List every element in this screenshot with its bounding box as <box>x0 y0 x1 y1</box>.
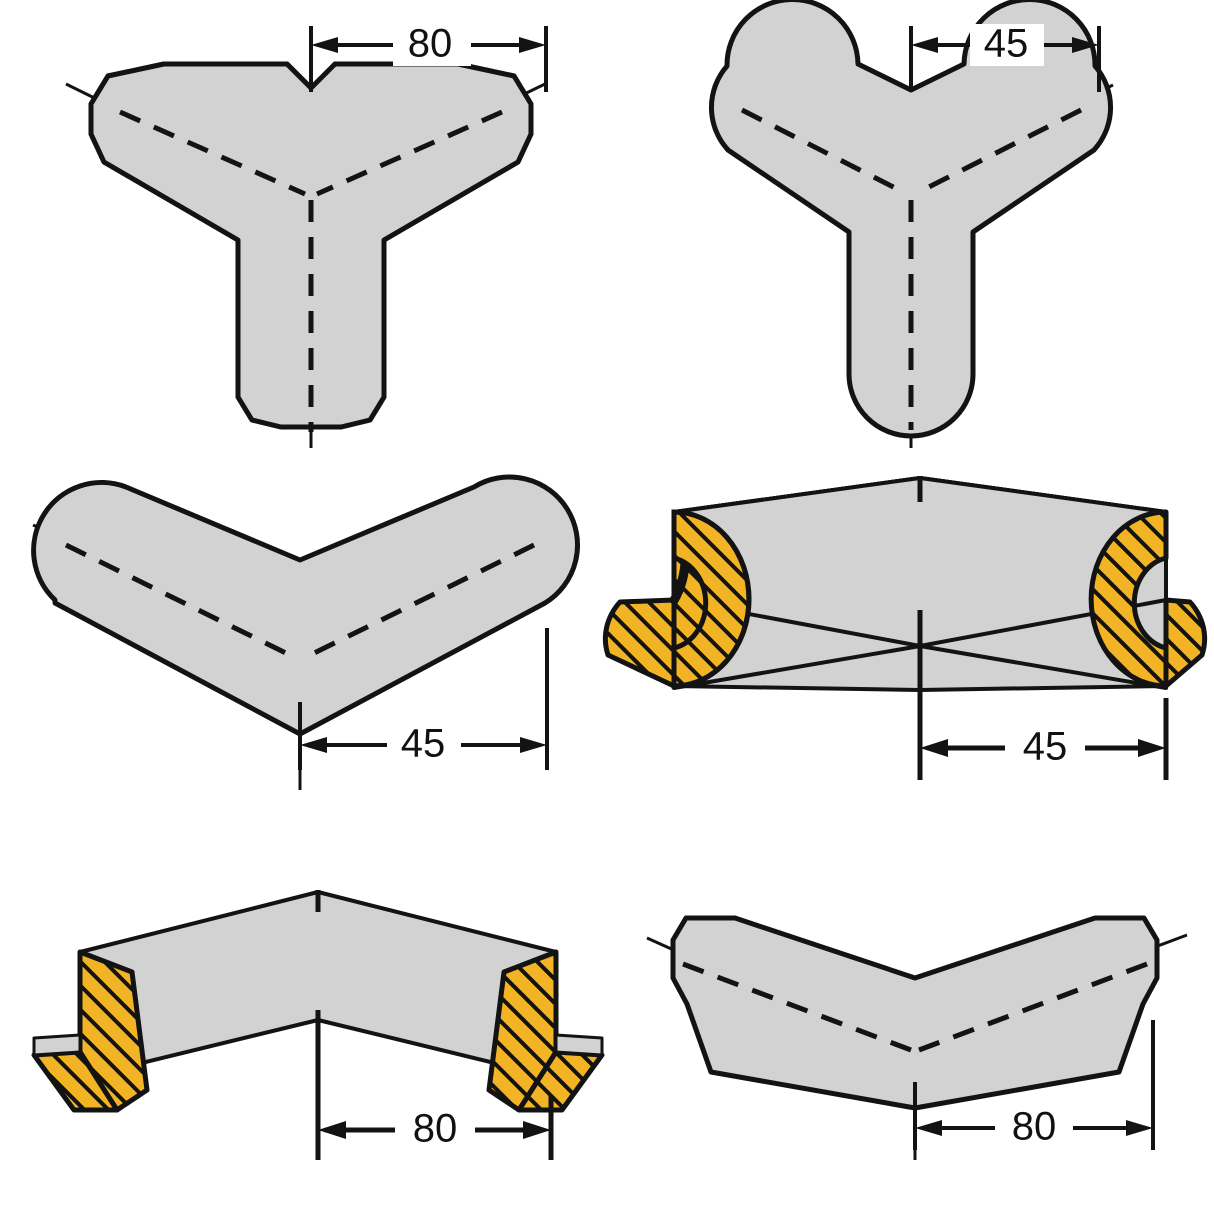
dimension-80-top-left: 80 <box>309 22 548 92</box>
figure-isometric-section-rounded: 45 <box>590 450 1214 815</box>
dimension-label: 45 <box>1023 725 1068 769</box>
dimension-45-top-right: 45 <box>909 22 1101 92</box>
section-left <box>602 509 752 689</box>
profile-outline <box>670 915 1160 1111</box>
section-right-shadow <box>554 1033 604 1057</box>
dimension-label: 80 <box>408 22 453 66</box>
figure-three-arm-rounded: 45 <box>607 0 1214 455</box>
dimension-80-bot-right: 80 <box>913 1020 1155 1150</box>
dimension-45-mid-right: 45 <box>920 698 1169 780</box>
hidden-centre-lines <box>682 961 1148 1053</box>
dimension-45-mid-left: 45 <box>298 628 549 770</box>
figure-two-arm-rounded: 45 <box>0 440 607 840</box>
hidden-centre-lines <box>64 542 536 661</box>
section-right <box>1088 509 1208 689</box>
section-left-lower-arm <box>602 597 677 689</box>
profile-outline <box>31 474 580 737</box>
section-left-corner <box>671 509 752 689</box>
section-left-angular <box>31 949 150 1113</box>
figure-isometric-section-angular: 80 <box>0 860 607 1214</box>
figure-two-arm-faceted: 80 <box>607 860 1214 1214</box>
section-left-shadow <box>32 1033 82 1057</box>
section-right-lower-arm <box>1163 597 1208 689</box>
dimension-80-bot-left: 80 <box>318 1096 554 1160</box>
dimension-label: 80 <box>1012 1105 1057 1149</box>
dimension-label: 45 <box>984 22 1029 66</box>
hidden-centre-lines <box>118 109 504 432</box>
hidden-centre-lines <box>740 107 1083 430</box>
section-right-angular <box>486 949 605 1113</box>
dimension-label: 80 <box>413 1107 458 1151</box>
figure-three-arm-faceted: 80 <box>0 0 607 455</box>
section-right-corner <box>1088 509 1169 689</box>
dimension-label: 45 <box>401 722 446 766</box>
